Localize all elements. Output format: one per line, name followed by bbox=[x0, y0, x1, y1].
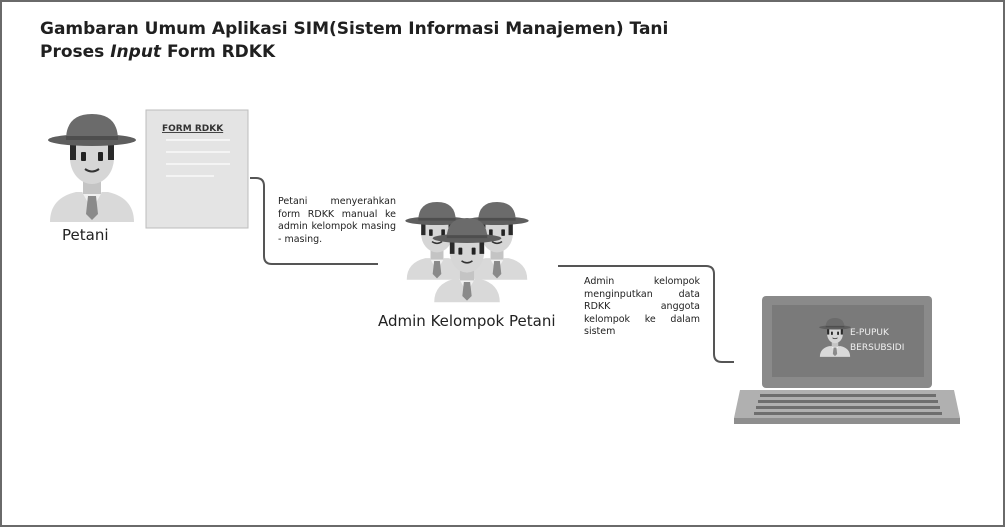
admin-label: Admin Kelompok Petani bbox=[378, 312, 556, 330]
farmer-label: Petani bbox=[62, 226, 109, 244]
title-line-2: Proses Input Form RDKK bbox=[40, 42, 276, 62]
laptop-screen-text-1: E-PUPUK bbox=[850, 328, 890, 338]
form-document-icon bbox=[145, 109, 249, 229]
step-1-note: Petani menyerahkan form RDKK manual ke a… bbox=[278, 196, 396, 245]
laptop-screen-text-2: BERSUBSIDI bbox=[850, 343, 904, 353]
connector-line-1 bbox=[250, 177, 378, 265]
diagram-title: Gambaran Umum Aplikasi SIM(Sistem Inform… bbox=[40, 18, 668, 64]
laptop-icon bbox=[734, 296, 960, 424]
form-title: FORM RDKK bbox=[162, 124, 224, 134]
connector-line-2 bbox=[558, 265, 734, 363]
admin-group-icon bbox=[404, 201, 530, 304]
title-line-1: Gambaran Umum Aplikasi SIM(Sistem Inform… bbox=[40, 19, 669, 39]
step-2-note: Admin kelompok menginputkan data RDKK an… bbox=[584, 276, 700, 337]
farmer-icon bbox=[47, 113, 137, 223]
